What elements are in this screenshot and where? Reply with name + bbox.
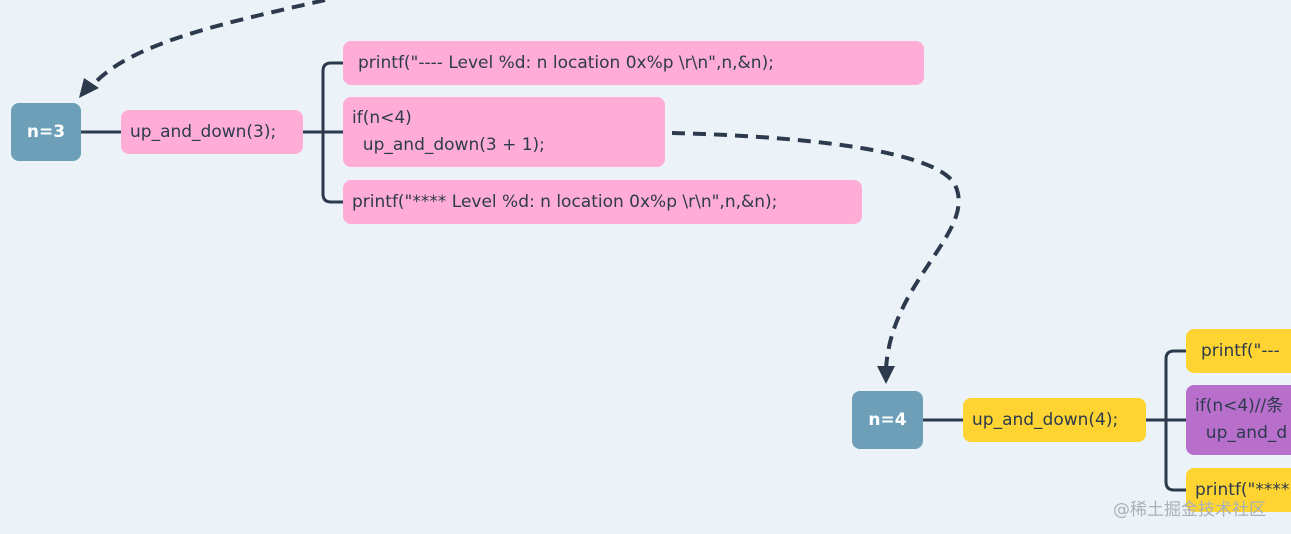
if-recursion-node-4[interactable]: if(n<4)//条 up_and_d [1186,385,1291,455]
arrowhead-n4 [877,366,895,384]
root-node-n3[interactable]: n=3 [11,103,81,161]
dashed-arrow-into-n3 [90,0,326,88]
call-node-up-and-down-3[interactable]: up_and_down(3); [121,110,303,154]
printf-level-node-3[interactable]: printf("---- Level %d: n location 0x%p \… [343,41,924,85]
dashed-arrow-to-n4 [671,131,961,371]
if-recursion-node-3[interactable]: if(n<4) up_and_down(3 + 1); [343,97,665,167]
root-node-n4[interactable]: n=4 [852,391,923,449]
printf-stars-node-4[interactable]: printf("**** [1186,468,1291,512]
printf-stars-node-3[interactable]: printf("**** Level %d: n location 0x%p \… [343,180,862,224]
printf-level-node-4[interactable]: printf("--- [1186,329,1291,373]
arrowhead-n3 [79,78,99,98]
call-node-up-and-down-4[interactable]: up_and_down(4); [963,398,1146,442]
watermark-text: @稀土掘金技术社区 [1113,500,1266,520]
